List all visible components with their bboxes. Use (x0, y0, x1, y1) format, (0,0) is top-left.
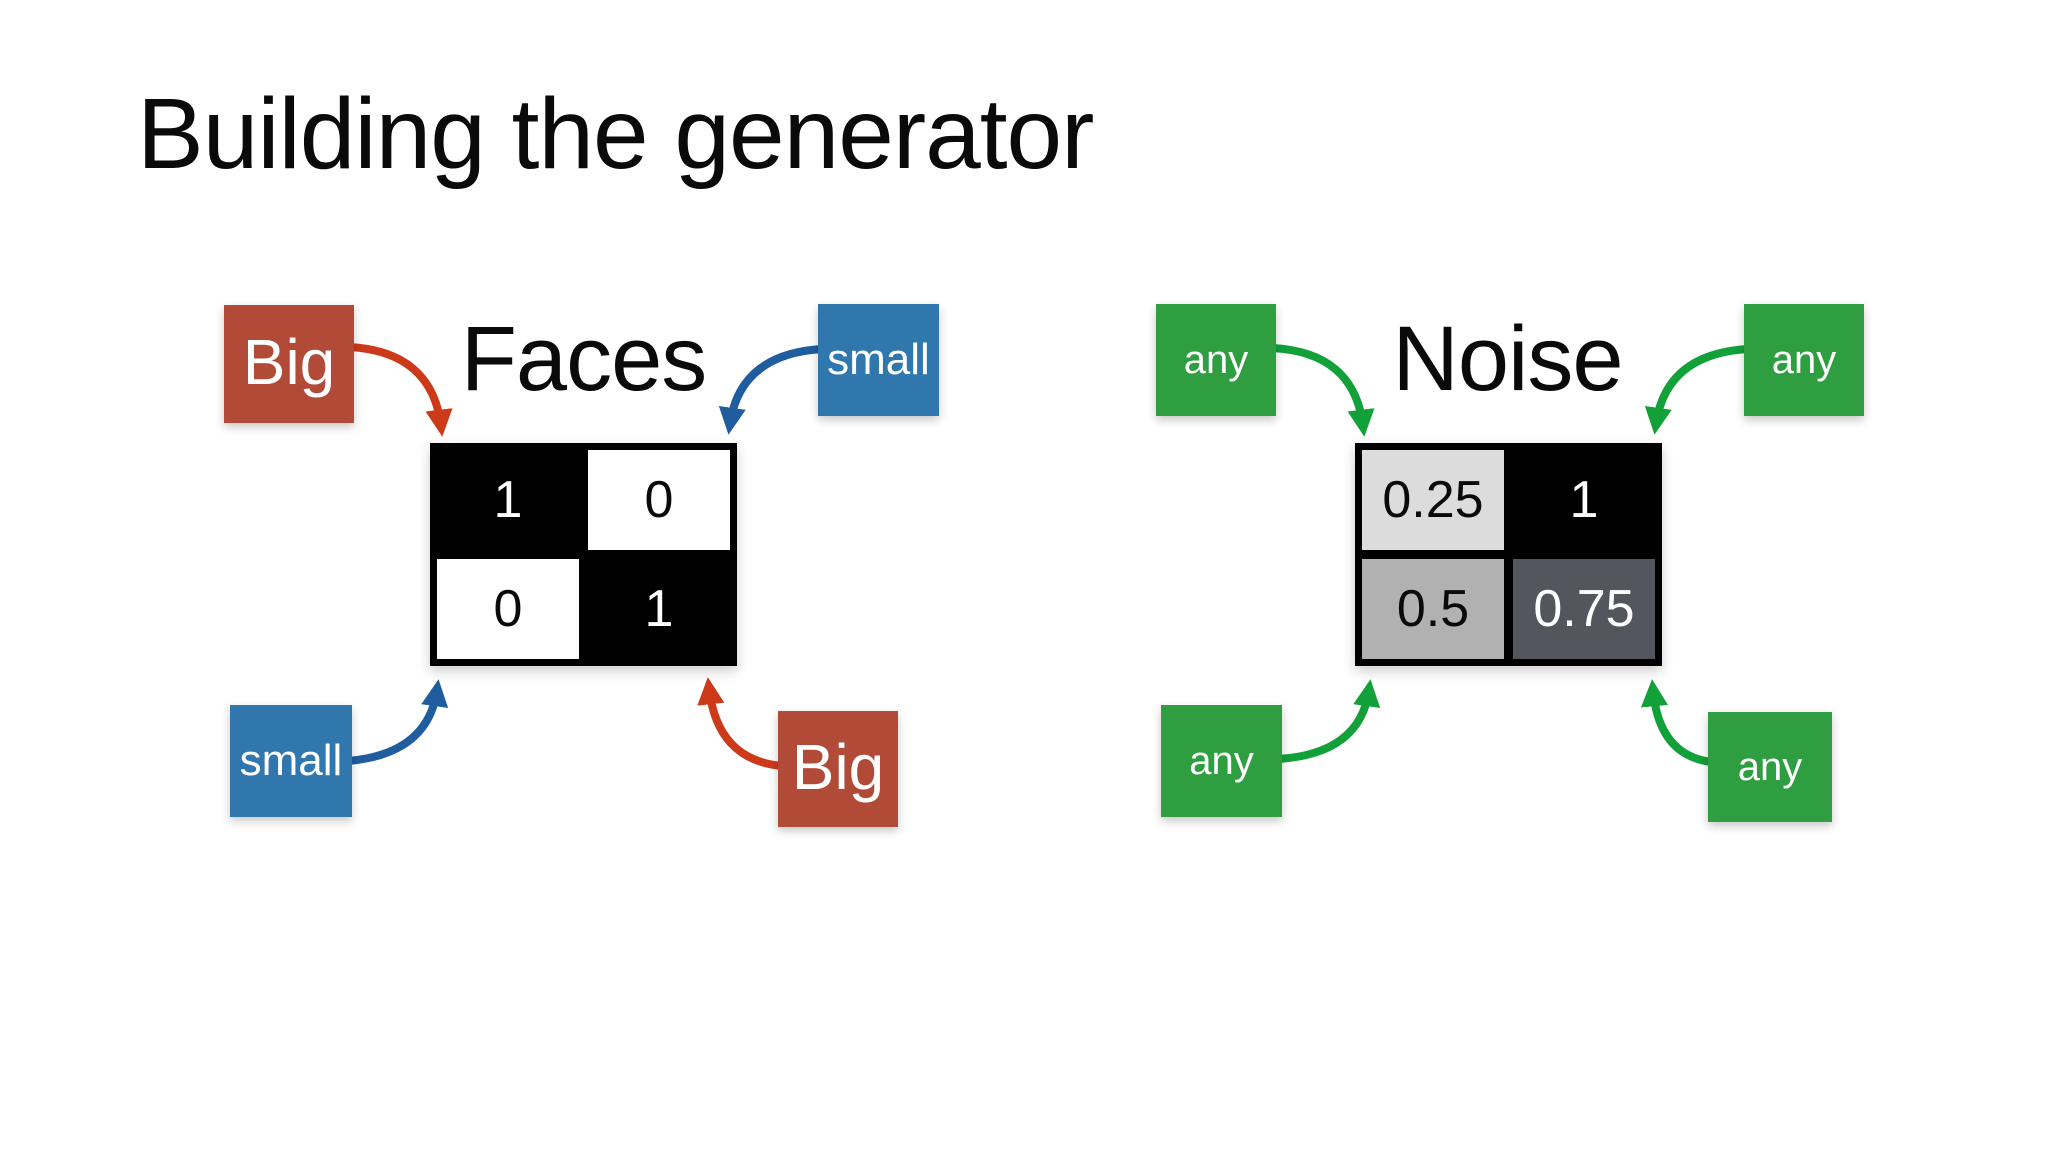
faces-matrix-cell-0-1: 0 (588, 450, 730, 550)
arrow-noise-bottom-left (1274, 679, 1381, 763)
arrow-noise-top-right (1644, 345, 1752, 435)
faces-label-top-right: small (818, 304, 939, 416)
arrow-noise-top-left (1268, 344, 1375, 437)
noise-matrix: 0.25 1 0.5 0.75 (1355, 443, 1662, 666)
page-title: Building the generator (137, 78, 1094, 190)
faces-matrix-cell-0-0: 1 (437, 450, 579, 550)
faces-label-bottom-left: small (230, 705, 352, 817)
noise-matrix-cell-1-1: 0.75 (1513, 559, 1655, 659)
noise-label-top-right: any (1744, 304, 1864, 416)
noise-label-top-left: any (1156, 304, 1276, 416)
noise-matrix-cell-0-1: 1 (1513, 450, 1655, 550)
faces-label-bottom-right: Big (778, 711, 898, 827)
arrow-faces-bottom-left (344, 679, 449, 765)
noise-label-bottom-left: any (1161, 705, 1282, 817)
arrow-faces-bottom-right (697, 677, 786, 770)
noise-matrix-cell-0-0: 0.25 (1362, 450, 1504, 550)
arrow-faces-top-right (718, 345, 826, 435)
faces-matrix-cell-1-1: 1 (588, 559, 730, 659)
faces-matrix-cell-1-0: 0 (437, 559, 579, 659)
noise-label-bottom-right: any (1708, 712, 1832, 822)
faces-label-top-left: Big (224, 305, 354, 423)
noise-diagram-title: Noise (1392, 308, 1623, 410)
faces-diagram-title: Faces (460, 308, 708, 410)
noise-matrix-cell-1-0: 0.5 (1362, 559, 1504, 659)
arrow-noise-bottom-right (1640, 679, 1716, 766)
arrow-faces-top-left (346, 343, 453, 437)
faces-matrix: 1 0 0 1 (430, 443, 737, 666)
